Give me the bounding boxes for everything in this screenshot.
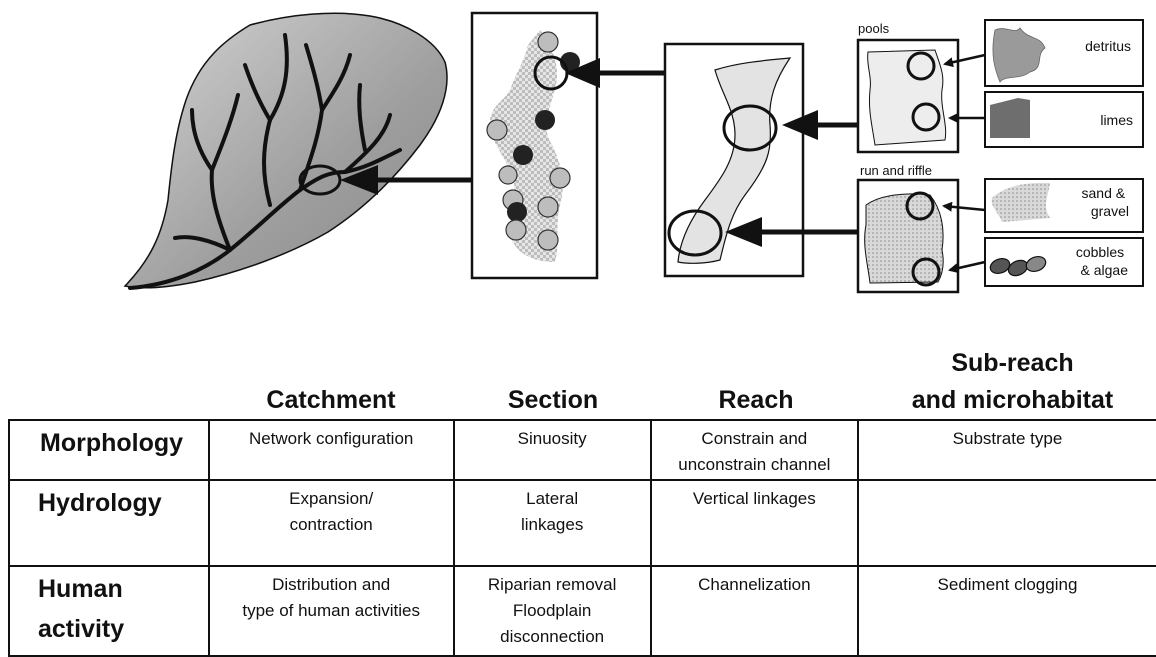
arrow-detritus-to-pools xyxy=(943,53,986,68)
reach-illustration xyxy=(663,42,805,278)
table-cell: Vertical linkages xyxy=(649,479,859,567)
sand-gravel-label: sand & gravel xyxy=(1082,185,1129,219)
table-cell xyxy=(856,479,1156,567)
cobbles-algae-label: cobbles & algae xyxy=(1076,244,1128,278)
table-cell: Distribution and type of human activitie… xyxy=(207,565,455,657)
microhabitat-limes: limes xyxy=(984,91,1144,148)
detritus-label: detritus xyxy=(1085,38,1131,54)
table-cell: Riparian removal Floodplain disconnectio… xyxy=(452,565,652,657)
table-cell: Substrate type xyxy=(856,419,1156,481)
cobbles-algae-line: cobbles xyxy=(1076,244,1124,260)
pools-illustration xyxy=(856,38,960,154)
arrow-reach-to-section xyxy=(565,58,665,88)
column-header-section: Section xyxy=(507,386,599,414)
arrow-cobbles-to-riffle xyxy=(948,260,986,274)
sand-gravel-line: gravel xyxy=(1091,203,1129,219)
run-riffle-illustration xyxy=(856,178,960,294)
table-cell: Constrain and unconstrain channel xyxy=(649,419,859,481)
table-cell: Sinuosity xyxy=(452,419,652,481)
row-label-hydrology: Hydrology xyxy=(8,479,210,567)
section-illustration xyxy=(470,11,599,280)
table-cell: Expansion/ contraction xyxy=(207,479,455,567)
table-row: Morphology Network configuration Sinuosi… xyxy=(8,419,1156,481)
table-cell: Lateral linkages xyxy=(452,479,652,567)
arrow-sand-to-riffle xyxy=(942,201,986,212)
row-label-morphology: Morphology xyxy=(8,419,210,481)
microhabitat-cobbles-algae: cobbles & algae xyxy=(984,237,1144,287)
column-header-subreach: Sub-reach and microhabitat xyxy=(911,349,1114,414)
table-row: Hydrology Expansion/ contraction Lateral… xyxy=(8,479,1156,567)
cobbles-algae-line: & algae xyxy=(1081,262,1129,278)
table-cell: Channelization xyxy=(649,565,859,657)
catchment-illustration xyxy=(123,12,448,290)
river-scale-schematic: pools run and riffle detritus limes sand… xyxy=(123,11,1144,294)
arrow-section-to-catchment xyxy=(340,165,472,195)
sand-gravel-line: sand & xyxy=(1082,185,1126,201)
table-cell: Sediment clogging xyxy=(856,565,1156,657)
limes-label: limes xyxy=(1100,112,1133,128)
scale-arrows xyxy=(340,53,986,274)
column-header-reach: Reach xyxy=(718,386,794,414)
microhabitat-detritus: detritus xyxy=(984,19,1144,87)
row-label-human-activity: Human activity xyxy=(8,565,210,657)
riparian-vegetation xyxy=(486,31,580,251)
arrow-pools-to-reach xyxy=(782,110,858,140)
table-cell: Network configuration xyxy=(207,419,455,481)
run-riffle-label: run and riffle xyxy=(860,163,932,178)
scales-table: Morphology Network configuration Sinuosi… xyxy=(8,419,1156,657)
arrow-riffle-to-reach xyxy=(725,217,858,247)
microhabitat-sand-gravel: sand & gravel xyxy=(984,178,1144,233)
pools-label: pools xyxy=(858,21,890,36)
column-header-catchment: Catchment xyxy=(266,386,396,414)
table-row: Human activity Distribution and type of … xyxy=(8,565,1156,657)
